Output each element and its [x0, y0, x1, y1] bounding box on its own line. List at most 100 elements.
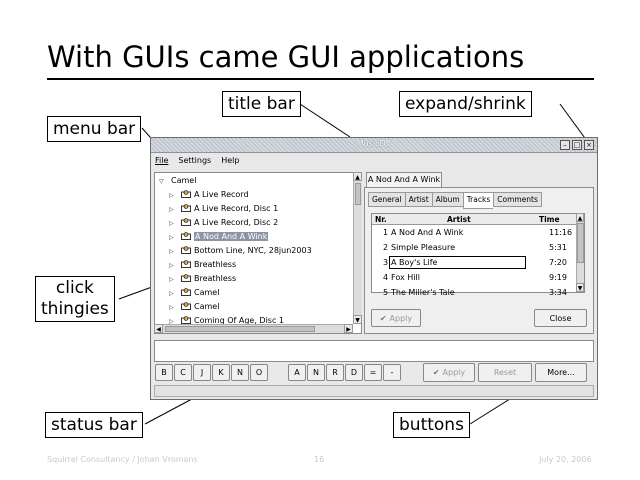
expander-closed-icon[interactable]: ▷ [169, 192, 174, 199]
maximize-icon[interactable]: □ [572, 140, 582, 150]
close-icon[interactable]: × [584, 140, 594, 150]
key-button[interactable]: = [364, 364, 382, 381]
tracks-table-header: Nr. Artist Time [372, 214, 578, 225]
album-header-tab[interactable]: A Nod And A Wink [366, 172, 442, 187]
expander-closed-icon[interactable]: ▷ [169, 234, 174, 241]
key-button[interactable]: J [193, 364, 211, 381]
tree-item[interactable]: ▷A Live Record [169, 189, 249, 201]
close-button[interactable]: Close [534, 309, 587, 327]
key-button[interactable]: N [307, 364, 325, 381]
album-tabs: General Artist Album Tracks Comments [368, 192, 542, 209]
minimize-icon[interactable]: – [560, 140, 570, 150]
cell-nr: 1 [383, 228, 389, 237]
tree-root-label: Camel [171, 176, 197, 185]
tree-item-label: Coming Of Age, Disc 1 [194, 316, 284, 325]
column-nr[interactable]: Nr. [375, 215, 387, 224]
reset-button[interactable]: Reset [478, 363, 532, 382]
expander-closed-icon[interactable]: ▷ [169, 248, 174, 255]
key-button[interactable]: B [155, 364, 173, 381]
tree-item-label: Breathless [194, 260, 237, 269]
cell-time: 11:16 [549, 228, 573, 237]
album-icon [181, 274, 191, 282]
key-button[interactable]: N [231, 364, 249, 381]
tree-item-label: A Live Record, Disc 1 [194, 204, 279, 213]
tree-item-label: Camel [194, 288, 220, 297]
expander-open-icon[interactable]: ▽ [159, 178, 164, 185]
tree-item[interactable]: ▷ Coming Of Age, Disc 1 [169, 315, 284, 327]
scroll-left-icon[interactable]: ◀ [154, 324, 163, 333]
expander-closed-icon[interactable]: ▷ [169, 206, 174, 213]
tree-item[interactable]: ▷ Breathless [169, 259, 236, 271]
tree-item-label: Camel [194, 302, 220, 311]
more-button[interactable]: More... [535, 363, 587, 382]
tree-item[interactable]: ▷ Camel [169, 301, 219, 313]
key-button[interactable]: D [345, 364, 363, 381]
cell-nr: 2 [383, 243, 389, 252]
tree-item[interactable]: ▷ A Live Record, Disc 1 [169, 203, 278, 215]
tree-hscroll-thumb[interactable] [165, 326, 315, 332]
cell-time: 3:34 [549, 288, 567, 297]
tracks-scroll-thumb[interactable] [577, 223, 584, 263]
slide-title: With GUIs came GUI applications [47, 40, 525, 74]
scroll-right-icon[interactable]: ▶ [344, 324, 353, 333]
key-button[interactable]: - [383, 364, 401, 381]
bottom-apply-label: Apply [442, 368, 466, 377]
tree-horizontal-scrollbar[interactable]: ◀ ▶ [154, 324, 353, 333]
tree-vertical-scrollbar[interactable]: ▲ ▼ [353, 172, 362, 324]
tree-item[interactable]: ▷ Breathless [169, 273, 236, 285]
menu-item-help[interactable]: Help [221, 156, 240, 165]
album-icon [181, 302, 191, 310]
expander-closed-icon[interactable]: ▷ [169, 318, 174, 325]
text-area[interactable] [154, 340, 594, 362]
tracks-scroll-up-icon[interactable]: ▲ [576, 213, 584, 222]
apply-button[interactable]: ✔Apply [371, 309, 421, 327]
cell-time: 9:19 [549, 273, 567, 282]
callout-title-bar: title bar [222, 91, 301, 117]
tab-tracks[interactable]: Tracks [462, 192, 494, 209]
key-button[interactable]: R [326, 364, 344, 381]
tracks-scroll-down-icon[interactable]: ▼ [576, 283, 584, 292]
tree-item-label: Breathless [194, 274, 237, 283]
tab-comments[interactable]: Comments [493, 192, 542, 207]
bottom-apply-button[interactable]: ✔Apply [423, 363, 475, 382]
tree-item[interactable]: ▷Bottom Line, NYC, 28jun2003 [169, 245, 312, 257]
menu-item-file[interactable]: File [155, 156, 169, 165]
check-icon: ✔ [432, 368, 440, 377]
callout-click-line2: thingies [41, 299, 109, 319]
tree-item[interactable]: ▷A Live Record, Disc 2 [169, 217, 278, 229]
expander-closed-icon[interactable]: ▷ [169, 290, 174, 297]
tree-root[interactable]: ▽ Camel [159, 175, 196, 187]
title-bar[interactable]: MusicDB – □ × [151, 138, 597, 153]
expander-closed-icon[interactable]: ▷ [169, 220, 174, 227]
key-button[interactable]: K [212, 364, 230, 381]
cell-artist: A Boy's Life [391, 258, 438, 267]
column-artist[interactable]: Artist [447, 215, 471, 224]
tree-item[interactable]: ▷ Camel [169, 287, 219, 299]
scroll-down-icon[interactable]: ▼ [353, 315, 362, 324]
callout-click-thingies: click thingies [35, 276, 115, 322]
menu-item-settings[interactable]: Settings [178, 156, 212, 165]
key-button[interactable]: C [174, 364, 192, 381]
expander-closed-icon[interactable]: ▷ [169, 304, 174, 311]
tab-artist[interactable]: Artist [404, 192, 432, 207]
tree-item-label: A Nod And A Wink [194, 232, 269, 241]
tree-item[interactable]: ▷ A Nod And A Wink [169, 231, 269, 243]
key-button[interactable]: A [288, 364, 306, 381]
column-time[interactable]: Time [539, 215, 560, 224]
key-button[interactable]: O [250, 364, 268, 381]
tree-scroll-thumb[interactable] [355, 183, 361, 205]
album-panel: General Artist Album Tracks Comments Nr.… [364, 187, 594, 334]
expander-closed-icon[interactable]: ▷ [169, 262, 174, 269]
scroll-up-icon[interactable]: ▲ [353, 172, 362, 181]
cell-time: 7:20 [549, 258, 567, 267]
expander-closed-icon[interactable]: ▷ [169, 276, 174, 283]
tracks-scrollbar[interactable]: ▲ ▼ [576, 213, 584, 292]
tab-album[interactable]: Album [431, 192, 463, 207]
tab-general[interactable]: General [368, 192, 405, 207]
